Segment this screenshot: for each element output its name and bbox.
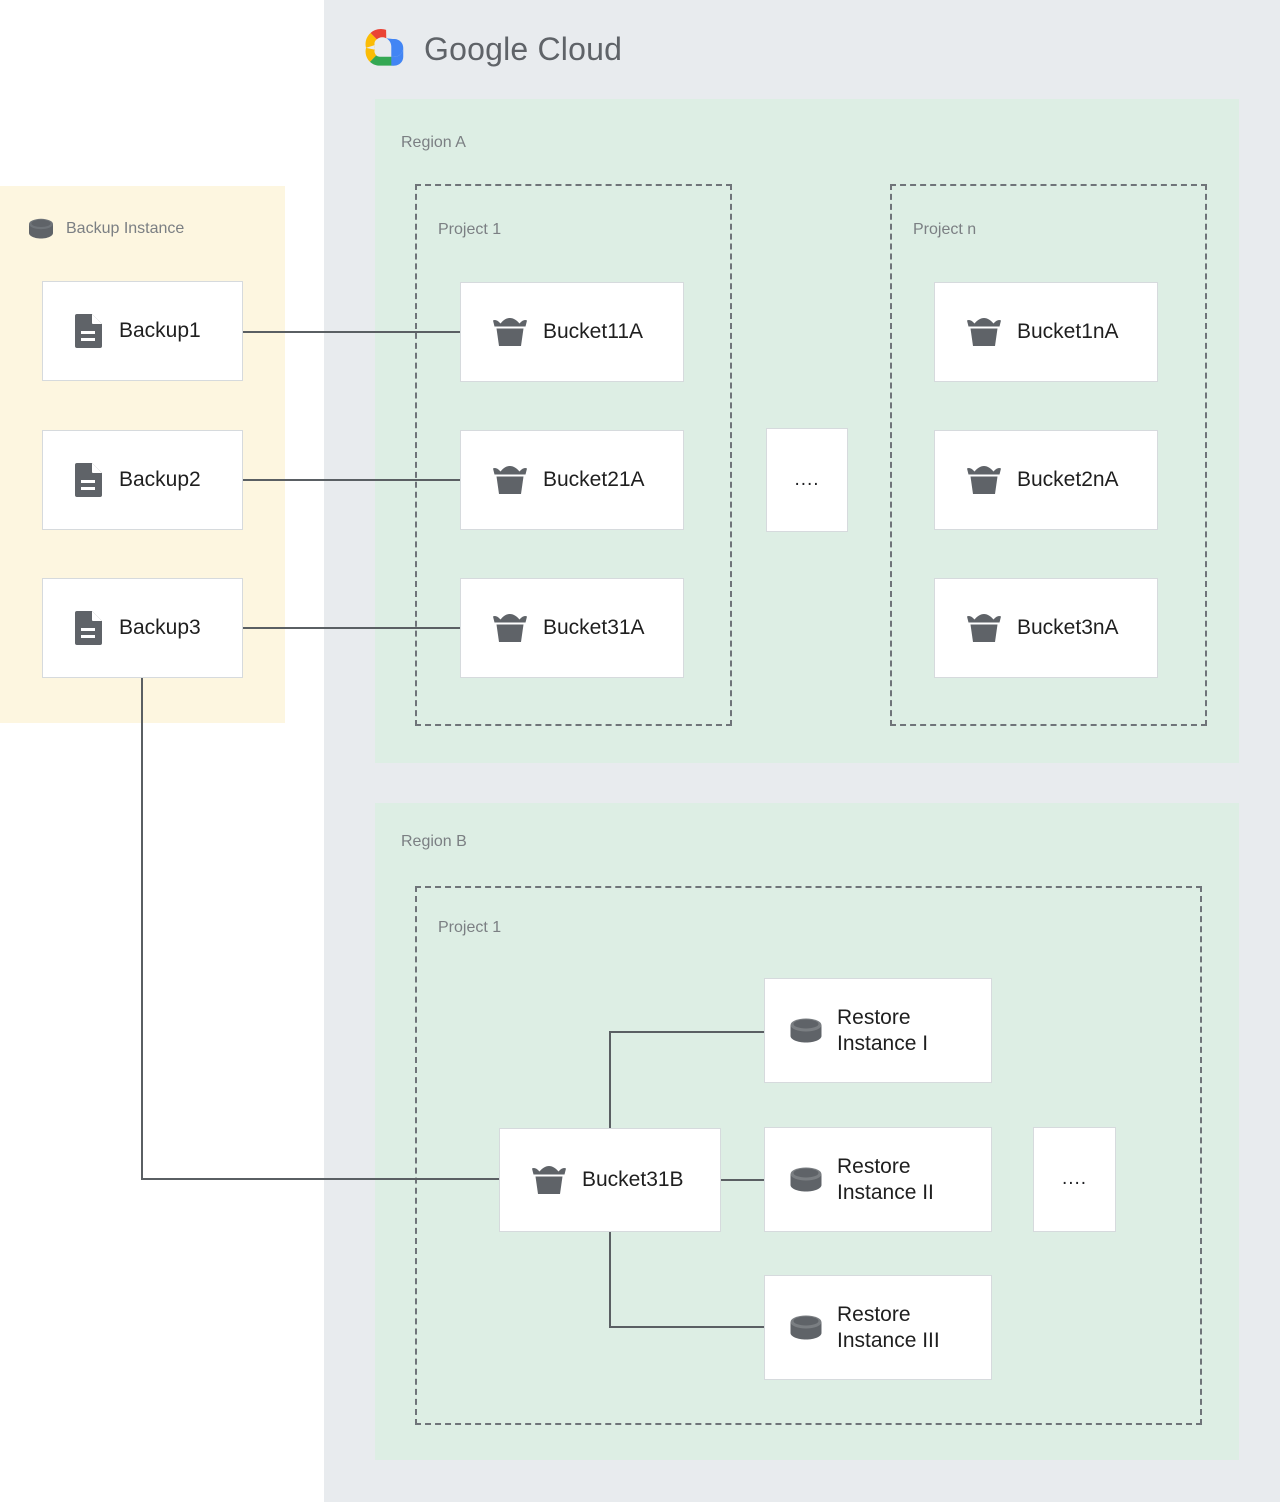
- restore-instance-node-i[interactable]: Restore Instance I: [764, 978, 992, 1083]
- ellipsis-label: ....: [1061, 1168, 1088, 1190]
- connector-bucket31b-to-restore-i-horizontal: [609, 1031, 764, 1033]
- storage-bucket-icon: [967, 465, 1001, 495]
- database-cylinder-icon: [28, 218, 54, 239]
- connector-backup3-to-bucket31b-vertical: [141, 678, 143, 1178]
- region-a-ellipsis-node: ....: [766, 428, 848, 532]
- bucket-node-bucket31a[interactable]: Bucket31A: [460, 578, 684, 678]
- ellipsis-label: ....: [794, 468, 820, 490]
- google-cloud-wordmark: Google Cloud: [424, 31, 622, 68]
- connector-backup3-to-bucket31b-horizontal: [141, 1178, 499, 1180]
- restore-instance-label: Restore Instance II: [837, 1155, 934, 1204]
- region-a-project-1-container: [415, 184, 732, 726]
- region-b-label: Region B: [401, 833, 467, 850]
- region-a-project-n-label: Project n: [913, 221, 977, 238]
- region-a-project-1-label: Project 1: [438, 221, 502, 238]
- connector-bucket31b-to-restore-i-vertical: [609, 1031, 611, 1128]
- storage-bucket-icon: [967, 613, 1001, 643]
- document-icon: [75, 314, 103, 348]
- restore-instance-label: Restore Instance I: [837, 1006, 929, 1055]
- backup-node-label: Backup3: [119, 616, 201, 640]
- region-a-project-n-container: [890, 184, 1207, 726]
- backup-instance-label: Backup Instance: [66, 219, 185, 237]
- bucket-node-label: Bucket31A: [543, 616, 645, 640]
- bucket-node-bucket21a[interactable]: Bucket21A: [460, 430, 684, 530]
- bucket-node-bucket31b[interactable]: Bucket31B: [499, 1128, 721, 1232]
- database-cylinder-icon: [789, 1314, 823, 1341]
- connector-bucket31b-to-restore-ii: [721, 1179, 764, 1181]
- database-cylinder-icon: [789, 1166, 823, 1193]
- bucket-node-bucket3na[interactable]: Bucket3nA: [934, 578, 1158, 678]
- bucket-node-label: Bucket31B: [582, 1168, 684, 1192]
- connector-backup2-to-bucket21a: [243, 479, 460, 481]
- storage-bucket-icon: [493, 317, 527, 347]
- storage-bucket-icon: [967, 317, 1001, 347]
- bucket-node-label: Bucket2nA: [1017, 468, 1119, 492]
- backup-instance-header: Backup Instance: [28, 218, 184, 239]
- bucket-node-bucket1na[interactable]: Bucket1nA: [934, 282, 1158, 382]
- storage-bucket-icon: [532, 1165, 566, 1195]
- bucket-node-label: Bucket11A: [543, 320, 644, 344]
- connector-backup1-to-bucket11a: [243, 331, 460, 333]
- region-b-project-1-container: [415, 886, 1202, 1425]
- region-a-label: Region A: [401, 134, 466, 151]
- connector-bucket31b-to-restore-iii-vertical: [609, 1232, 611, 1328]
- database-cylinder-icon: [789, 1017, 823, 1044]
- bucket-node-label: Bucket3nA: [1017, 616, 1119, 640]
- document-icon: [75, 611, 103, 645]
- bucket-node-label: Bucket21A: [543, 468, 645, 492]
- backup-node-backup2[interactable]: Backup2: [42, 430, 243, 530]
- storage-bucket-icon: [493, 465, 527, 495]
- backup-node-backup3[interactable]: Backup3: [42, 578, 243, 678]
- backup-node-label: Backup2: [119, 468, 201, 492]
- google-cloud-brand: Google Cloud: [356, 26, 622, 72]
- region-b-ellipsis-node: ....: [1033, 1127, 1116, 1232]
- region-b-project-1-label: Project 1: [438, 919, 502, 936]
- brand-google: Google: [424, 30, 529, 67]
- brand-cloud: Cloud: [537, 30, 623, 67]
- google-cloud-logo-icon: [356, 26, 410, 72]
- document-icon: [75, 463, 103, 497]
- backup-node-label: Backup1: [119, 319, 201, 343]
- storage-bucket-icon: [493, 613, 527, 643]
- bucket-node-bucket11a[interactable]: Bucket11A: [460, 282, 684, 382]
- restore-instance-node-ii[interactable]: Restore Instance II: [764, 1127, 992, 1232]
- restore-instance-label: Restore Instance III: [837, 1303, 940, 1352]
- connector-backup3-to-bucket31a: [243, 627, 460, 629]
- bucket-node-label: Bucket1nA: [1017, 320, 1119, 344]
- bucket-node-bucket2na[interactable]: Bucket2nA: [934, 430, 1158, 530]
- backup-node-backup1[interactable]: Backup1: [42, 281, 243, 381]
- connector-bucket31b-to-restore-iii-horizontal: [609, 1326, 764, 1328]
- restore-instance-node-iii[interactable]: Restore Instance III: [764, 1275, 992, 1380]
